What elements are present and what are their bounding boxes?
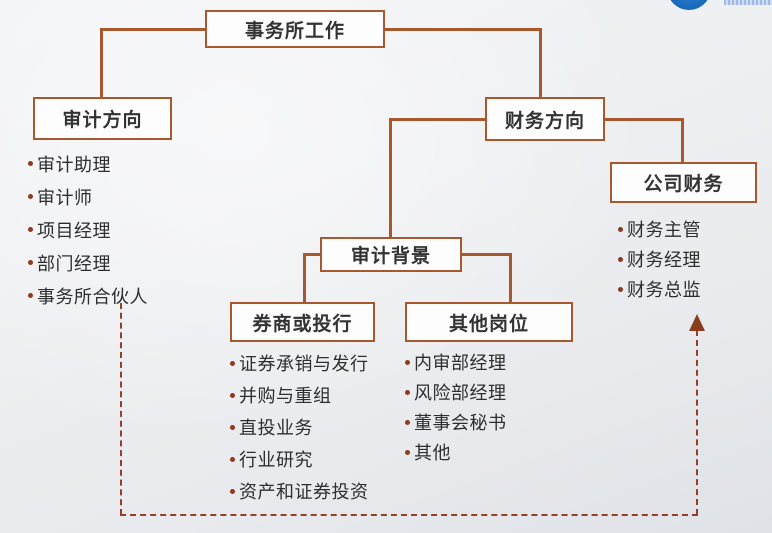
connector-auditbg-to-other-v — [509, 253, 512, 302]
node-audit-background: 审计背景 — [320, 237, 462, 272]
connector-finance-to-auditbg-h — [389, 118, 487, 121]
watermark-text-strip — [724, 0, 772, 5]
list-item: 审计助理 — [28, 147, 148, 180]
bullet-icon — [618, 286, 623, 292]
node-finance-direction: 财务方向 — [485, 97, 605, 141]
arrow-up-icon — [689, 314, 705, 331]
dashed-arrow-right-segment — [696, 330, 698, 515]
node-other-positions-label: 其他岗位 — [448, 313, 529, 335]
list-item: 项目经理 — [28, 213, 148, 246]
node-corporate-finance: 公司财务 — [610, 162, 757, 203]
audit-direction-list: 审计助理审计师项目经理部门经理事务所合伙人 — [28, 147, 148, 312]
connector-root-to-audit-v — [100, 28, 103, 97]
list-item-label: 事务所合伙人 — [37, 286, 148, 307]
dashed-arrow-bottom-segment — [120, 514, 698, 516]
list-item: 内审部经理 — [405, 347, 507, 377]
bullet-icon — [230, 488, 235, 494]
list-item: 部门经理 — [28, 246, 148, 279]
list-item-label: 审计助理 — [37, 154, 111, 175]
connector-finance-to-auditbg-v — [389, 118, 392, 237]
node-brokerage-ibank: 券商或投行 — [230, 302, 375, 342]
bullet-icon — [28, 194, 33, 199]
bullet-icon — [28, 227, 33, 232]
connector-auditbg-to-broker-v — [303, 253, 306, 302]
node-corporate-finance-label: 公司财务 — [643, 174, 724, 195]
connector-auditbg-to-other-h — [460, 253, 511, 256]
node-audit-direction-label: 审计方向 — [62, 110, 143, 131]
list-item: 财务经理 — [618, 244, 701, 274]
list-item: 风险部经理 — [405, 377, 507, 407]
list-item-label: 行业研究 — [239, 450, 313, 470]
node-other-positions: 其他岗位 — [405, 302, 573, 342]
list-item: 财务总监 — [618, 274, 701, 304]
list-item: 直投业务 — [230, 411, 369, 443]
list-item-label: 财务主管 — [627, 220, 701, 240]
list-item-label: 并购与重组 — [239, 386, 332, 406]
dashed-arrow-left-segment — [120, 303, 122, 515]
list-item: 审计师 — [28, 180, 148, 213]
connector-finance-to-corp-v — [681, 118, 684, 162]
list-item-label: 直投业务 — [239, 418, 313, 438]
bullet-icon — [230, 360, 235, 366]
bullet-icon — [230, 392, 235, 398]
bullet-icon — [618, 256, 623, 262]
connector-root-to-audit-h — [100, 28, 207, 31]
bullet-icon — [28, 161, 33, 166]
list-item-label: 风险部经理 — [414, 383, 507, 403]
corporate-finance-list: 财务主管财务经理财务总监 — [618, 214, 701, 304]
list-item-label: 财务总监 — [627, 280, 701, 300]
list-item-label: 部门经理 — [37, 253, 111, 274]
connector-auditbg-to-broker-h — [303, 253, 322, 256]
other-positions-list: 内审部经理风险部经理董事会秘书其他 — [405, 347, 507, 467]
logo-icon — [667, 0, 711, 10]
bullet-icon — [405, 449, 410, 455]
list-item: 事务所合伙人 — [28, 279, 148, 312]
list-item: 董事会秘书 — [405, 407, 507, 437]
bullet-icon — [28, 293, 33, 298]
node-audit-direction: 审计方向 — [33, 97, 172, 140]
list-item-label: 资产和证券投资 — [239, 482, 369, 502]
list-item-label: 财务经理 — [627, 250, 701, 270]
list-item-label: 内审部经理 — [414, 353, 507, 373]
list-item-label: 其他 — [414, 443, 451, 463]
node-firm-work-label: 事务所工作 — [244, 20, 345, 42]
list-item-label: 证券承销与发行 — [239, 354, 369, 374]
bullet-icon — [405, 389, 410, 395]
brokerage-ibank-list: 证券承销与发行并购与重组直投业务行业研究资产和证券投资 — [230, 347, 369, 507]
node-firm-work: 事务所工作 — [205, 10, 385, 48]
list-item-label: 董事会秘书 — [414, 413, 507, 433]
node-finance-direction-label: 财务方向 — [504, 110, 585, 132]
node-brokerage-ibank-label: 券商或投行 — [252, 313, 353, 335]
list-item: 行业研究 — [230, 443, 369, 475]
list-item-label: 审计师 — [37, 187, 93, 208]
bullet-icon — [618, 226, 623, 232]
list-item: 资产和证券投资 — [230, 475, 369, 507]
bullet-icon — [230, 424, 235, 430]
connector-root-to-finance-h — [383, 28, 541, 31]
bullet-icon — [28, 260, 33, 265]
connector-finance-to-corp-h — [603, 118, 683, 121]
list-item: 财务主管 — [618, 214, 701, 244]
node-audit-background-label: 审计背景 — [350, 246, 431, 267]
connector-root-to-finance-v — [539, 28, 542, 97]
list-item-label: 项目经理 — [37, 220, 111, 241]
bullet-icon — [405, 419, 410, 425]
list-item: 其他 — [405, 437, 507, 467]
list-item: 证券承销与发行 — [230, 347, 369, 379]
list-item: 并购与重组 — [230, 379, 369, 411]
bullet-icon — [230, 456, 235, 462]
bullet-icon — [405, 359, 410, 365]
